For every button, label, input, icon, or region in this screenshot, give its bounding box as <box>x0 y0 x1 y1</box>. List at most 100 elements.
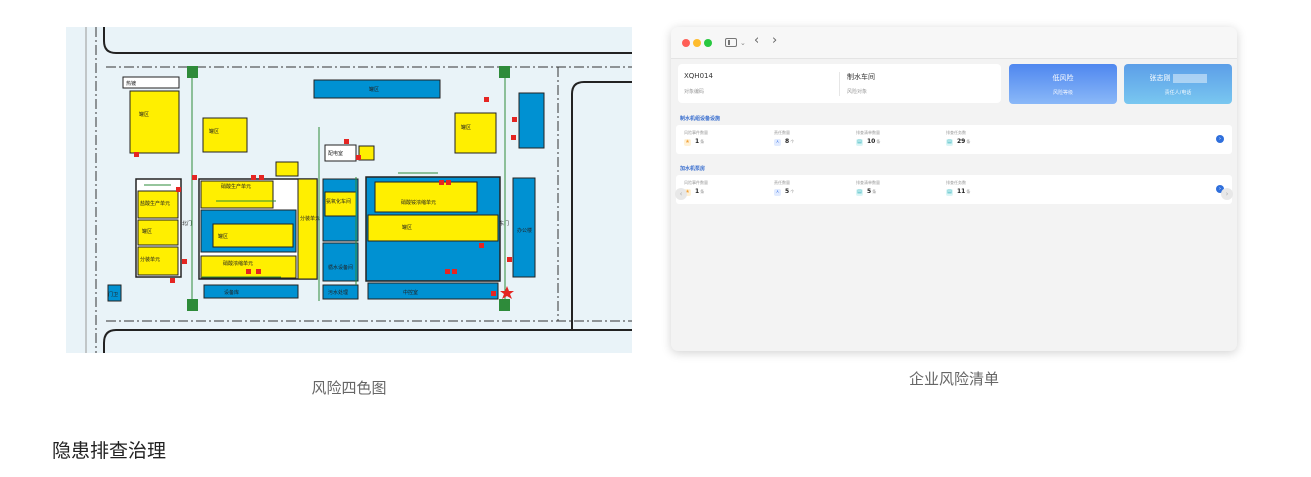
carousel-prev-icon[interactable]: ‹ <box>675 188 687 200</box>
map-zone <box>322 284 359 300</box>
object-code-value: XQH014 <box>684 72 713 80</box>
stat-unit: 条 <box>700 189 705 194</box>
map-label: 北门 <box>182 220 192 227</box>
map-label: 硝酸浓缩单元 <box>223 260 253 267</box>
stat-label: 排查任务数 <box>946 180 966 185</box>
map-label: 罐区 <box>209 128 219 135</box>
risk-level-label: 风险等级 <box>1052 90 1073 96</box>
map-label: 罐区 <box>369 86 379 93</box>
risk-object-label: 风险对象 <box>847 89 868 95</box>
section-heading: 隐患排查治理 <box>52 440 167 462</box>
chevron-down-icon[interactable]: ⌄ <box>740 39 746 47</box>
map-zone <box>358 145 375 161</box>
list-icon: ▤ <box>856 139 863 146</box>
map-zone <box>512 177 536 278</box>
window-titlebar: ⌄ ‹ › <box>671 27 1237 59</box>
map-zone <box>200 255 297 279</box>
map-label: 罐区 <box>142 228 152 235</box>
map-caption: 风险四色图 <box>311 379 387 397</box>
exit-signs <box>187 66 510 311</box>
risk-object-value: 制水车间 <box>847 73 875 81</box>
map-label: 罐区 <box>218 233 228 240</box>
map-zone <box>313 79 441 99</box>
stat-label: 责任数量 <box>774 180 790 185</box>
risk-object-cell: 制水车间 风险对象 <box>841 64 1001 103</box>
stat-value-row: 29条 <box>957 138 970 145</box>
map-label: 罐区 <box>139 111 149 118</box>
more-arrow-icon[interactable]: › <box>1216 185 1224 193</box>
map-zone <box>275 161 299 177</box>
map-label: 硝酸生产单元 <box>221 183 251 190</box>
maximize-window-button[interactable] <box>704 39 712 47</box>
owner-card: 张志刚 责任人/电话 <box>1124 64 1232 104</box>
map-zone <box>212 223 294 248</box>
risk-level-card: 低风险 风险等级 <box>1009 64 1117 104</box>
object-code-cell: XQH014 对象编码 <box>678 64 838 103</box>
stat-value-row: 11条 <box>957 188 970 195</box>
map-zone <box>518 92 545 149</box>
forward-button[interactable]: › <box>772 33 778 48</box>
object-code-label: 对象编码 <box>684 89 705 95</box>
map-zone <box>367 214 499 242</box>
map-zone <box>137 190 179 219</box>
risk-level-value: 低风险 <box>1052 74 1074 82</box>
list-icon: ▤ <box>946 189 953 196</box>
map-zone <box>297 178 318 280</box>
map-label: 配电室 <box>328 150 343 157</box>
map-zone <box>200 180 274 209</box>
map-label: 氨氧化车间 <box>326 198 351 205</box>
section-title: 加水机泵房 <box>680 166 706 172</box>
map-label: 盐酸生产单元 <box>140 200 170 207</box>
map-zone <box>324 191 357 217</box>
stat-value: 29 <box>957 138 966 145</box>
sidebar-toggle-icon[interactable] <box>725 38 737 47</box>
stat-unit: 个 <box>790 139 795 144</box>
stat-label: 排查清单数量 <box>856 130 880 135</box>
people-icon: ㅅ <box>774 139 781 146</box>
list-icon: ▤ <box>856 189 863 196</box>
evacuation-routes <box>144 75 506 301</box>
map-zone <box>374 181 478 213</box>
minimize-window-button[interactable] <box>693 39 701 47</box>
list-icon: ▤ <box>946 139 953 146</box>
section-title: 制水机组设备设施 <box>680 116 721 122</box>
hazard-markers <box>134 97 517 296</box>
map-label: 中控室 <box>403 289 418 296</box>
stat-label: 排查清单数量 <box>856 180 880 185</box>
section-stats-card[interactable]: 风险事件数量 ★ 1条 责任数量 ㅅ 8个 排查清单数量 ▤ 10条 排查任务数… <box>676 125 1232 154</box>
alarm-star-icon <box>500 286 514 299</box>
stat-label: 风险事件数量 <box>684 130 708 135</box>
close-window-button[interactable] <box>682 39 690 47</box>
section-stats-card[interactable]: 风险事件数量 ★ 1条 责任数量 ㅅ 5个 排查清单数量 ▤ 5条 排查任务数 … <box>676 175 1232 204</box>
map-label: 分装单元 <box>300 215 320 222</box>
stat-unit: 条 <box>966 189 971 194</box>
stat-value-row: 1条 <box>695 138 704 145</box>
stat-value-row: 5个 <box>785 188 794 195</box>
stat-label: 责任数量 <box>774 130 790 135</box>
stat-unit: 条 <box>872 189 877 194</box>
risk-four-color-map: 热镀 罐区 罐区 罐区 罐区 配电室 办公楼 盐酸生产单元 罐区 分装单元 硝酸… <box>66 27 632 353</box>
back-button[interactable]: ‹ <box>754 33 760 48</box>
map-label: 循水设备间 <box>328 264 353 271</box>
map-label: 设备库 <box>224 289 239 296</box>
more-arrow-icon[interactable]: › <box>1216 135 1224 143</box>
stat-value-row: 1条 <box>695 188 704 195</box>
stat-value: 10 <box>867 138 876 145</box>
stat-value: 11 <box>957 188 966 195</box>
map-label: 罐区 <box>402 224 412 231</box>
people-icon: ㅅ <box>774 189 781 196</box>
owner-label: 责任人/电话 <box>1164 90 1192 96</box>
map-label: 办公楼 <box>517 227 532 234</box>
stat-value: 1 <box>695 138 700 145</box>
stat-value-row: 5条 <box>867 188 876 195</box>
carousel-next-icon[interactable]: › <box>1221 188 1233 200</box>
stat-unit: 条 <box>876 139 881 144</box>
stat-label: 排查任务数 <box>946 130 966 135</box>
divider <box>839 72 840 96</box>
map-zone <box>202 117 248 153</box>
stat-value-row: 8个 <box>785 138 794 145</box>
map-label: 污水处理 <box>328 289 348 296</box>
map-zone <box>203 284 299 299</box>
map-zone <box>137 219 179 246</box>
risk-object-info-card: XQH014 对象编码 制水车间 风险对象 <box>678 64 1001 103</box>
